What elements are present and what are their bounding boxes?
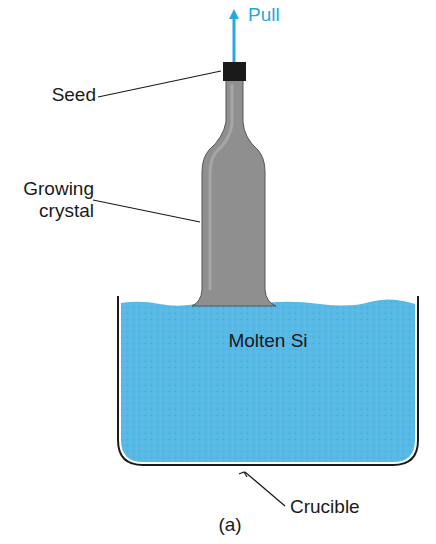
pull-arrow bbox=[233, 14, 236, 62]
region-label: Molten Si bbox=[228, 330, 307, 352]
figure-label: (a) bbox=[218, 514, 241, 536]
molten-silicon bbox=[121, 299, 415, 462]
leader-line bbox=[93, 200, 200, 222]
part-label: Seed bbox=[52, 84, 96, 106]
pull-label: Pull bbox=[248, 4, 280, 26]
growing-crystal bbox=[192, 80, 276, 306]
leader-head bbox=[239, 472, 247, 477]
part-label: Growing crystal bbox=[4, 178, 94, 222]
leader-line bbox=[98, 71, 221, 97]
seed-crystal bbox=[223, 62, 246, 81]
leader-line bbox=[245, 472, 285, 506]
crucible-outline bbox=[118, 296, 418, 465]
part-label: Crucible bbox=[290, 496, 360, 518]
crystal-highlight bbox=[210, 84, 232, 290]
